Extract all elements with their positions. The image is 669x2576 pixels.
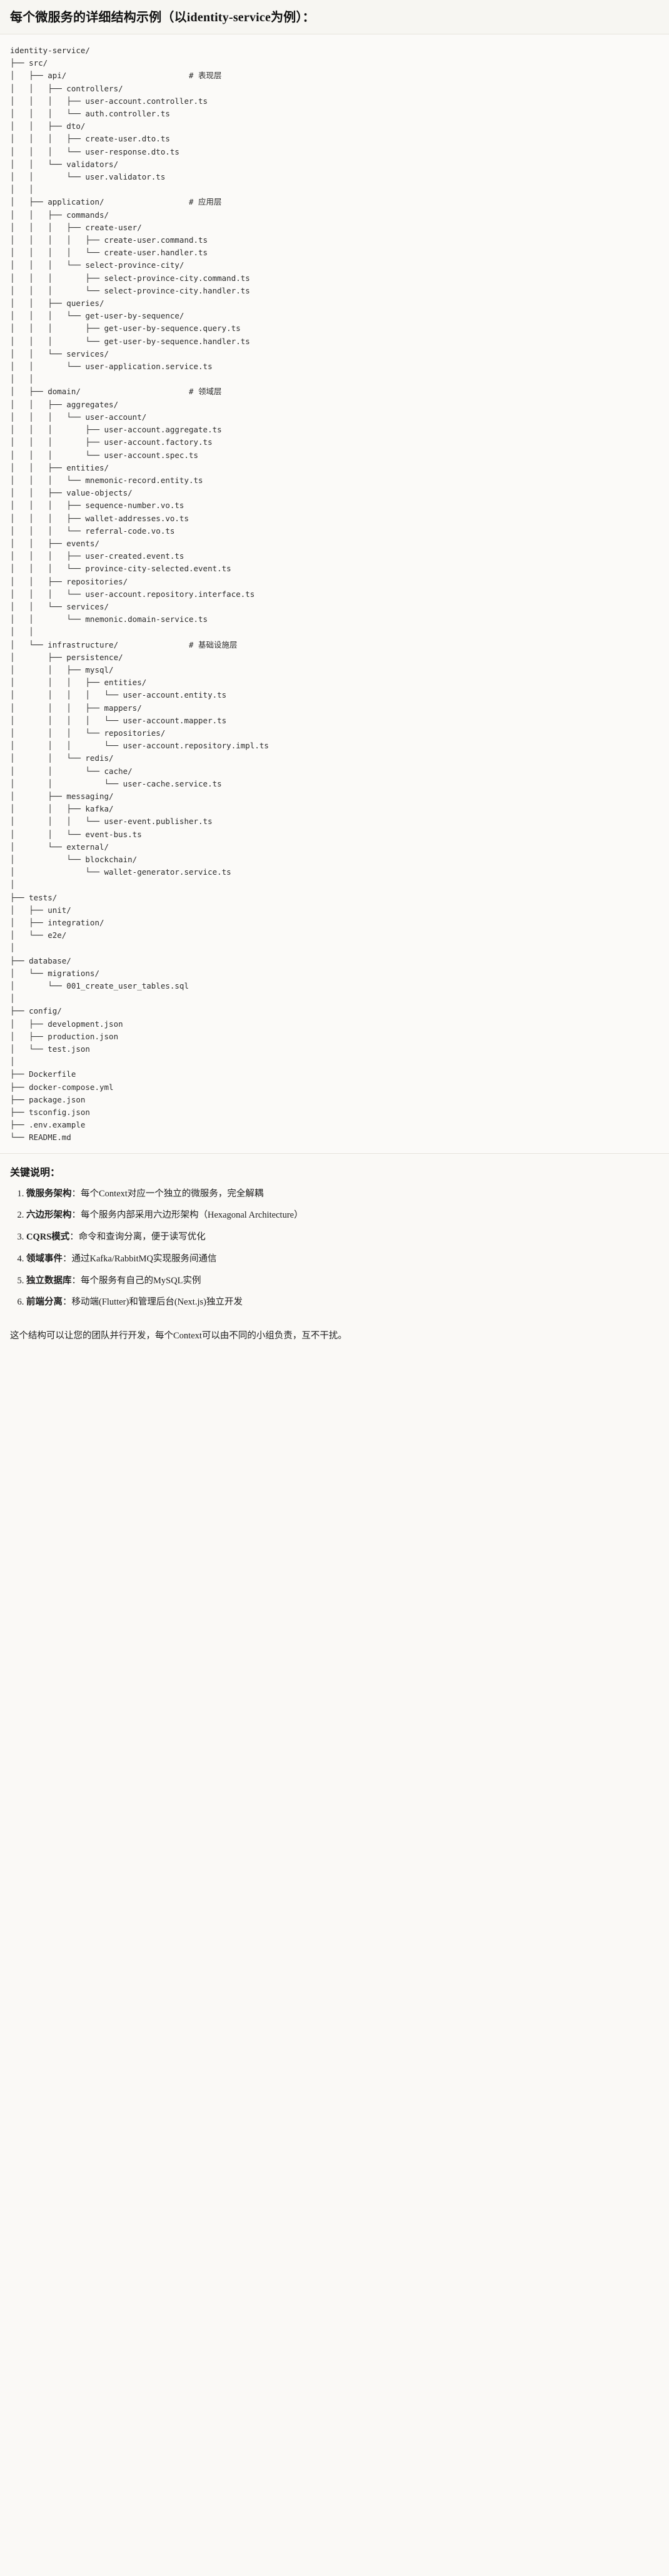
note-text: 命令和查询分离，便于读写优化	[78, 1232, 206, 1243]
key-notes-heading: 关键说明：	[10, 1167, 61, 1178]
list-item: CQRS模式：命令和查询分离，便于读写优化	[26, 1231, 659, 1245]
key-notes-section: 关键说明： 微服务架构：每个Context对应一个独立的微服务，完全解耦 六边形…	[0, 1153, 669, 1325]
note-sep: ：	[71, 1188, 81, 1199]
note-key: 前端分离	[26, 1297, 63, 1308]
directory-tree-block: identity-service/ ├── src/ │ ├── api/ # …	[0, 34, 669, 1154]
list-item: 六边形架构：每个服务内部采用六边形架构（Hexagonal Architectu…	[26, 1209, 659, 1223]
note-sep: ：	[69, 1232, 79, 1243]
list-item: 前端分离：移动端(Flutter)和管理后台(Next.js)独立开发	[26, 1296, 659, 1310]
note-key: 独立数据库	[26, 1275, 72, 1286]
note-text: 每个服务内部采用六边形架构（Hexagonal Architecture）	[81, 1210, 303, 1221]
list-item: 领域事件：通过Kafka/RabbitMQ实现服务间通信	[26, 1253, 659, 1266]
note-key: 领域事件	[26, 1253, 63, 1264]
note-text: 每个服务有自己的MySQL实例	[81, 1275, 201, 1286]
closing-paragraph: 这个结构可以让您的团队并行开发，每个Context可以由不同的小组负责，互不干扰…	[0, 1324, 669, 1355]
page-title: 每个微服务的详细结构示例（以identity-service为例）：	[0, 0, 669, 34]
list-item: 微服务架构：每个Context对应一个独立的微服务，完全解耦	[26, 1188, 659, 1201]
note-key: CQRS模式	[26, 1232, 70, 1243]
note-sep: ：	[63, 1297, 72, 1308]
key-notes-list: 微服务架构：每个Context对应一个独立的微服务，完全解耦 六边形架构：每个服…	[10, 1188, 659, 1310]
note-sep: ：	[71, 1210, 81, 1221]
note-text: 通过Kafka/RabbitMQ实现服务间通信	[71, 1253, 217, 1264]
document-page: 每个微服务的详细结构示例（以identity-service为例）： ident…	[0, 0, 669, 1355]
note-text: 每个Context对应一个独立的微服务，完全解耦	[81, 1188, 264, 1199]
note-text: 移动端(Flutter)和管理后台(Next.js)独立开发	[71, 1297, 243, 1308]
note-key: 微服务架构	[26, 1188, 72, 1199]
list-item: 独立数据库：每个服务有自己的MySQL实例	[26, 1275, 659, 1288]
directory-tree: identity-service/ ├── src/ │ ├── api/ # …	[10, 46, 269, 1143]
note-sep: ：	[71, 1275, 81, 1286]
note-key: 六边形架构	[26, 1210, 72, 1221]
note-sep: ：	[63, 1253, 72, 1264]
